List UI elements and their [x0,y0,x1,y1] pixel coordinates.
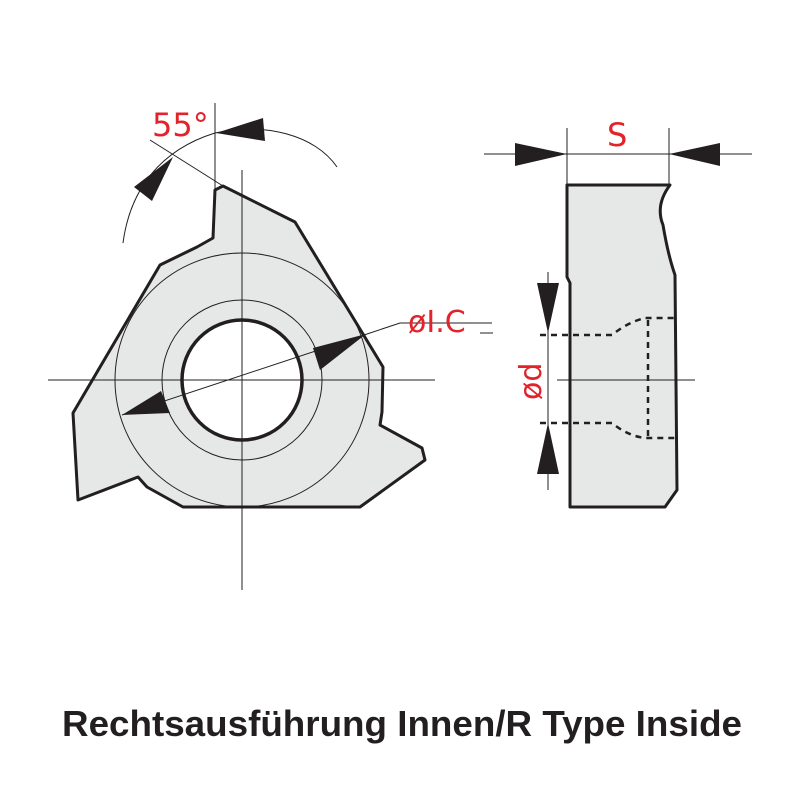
d-arrow-top [537,283,559,333]
angle-arrow-left [134,157,173,201]
hole-hidden-lower [540,421,675,440]
s-label: S [607,116,627,154]
ic-arrow-left [122,391,170,415]
side-outline [565,183,679,509]
s-arrow-left [515,143,567,166]
caption: Rechtsausführung Innen/R Type Inside [62,703,742,744]
d-arrow-bottom [537,423,559,474]
s-arrow-right [669,143,720,166]
ic-dimension-line [121,322,492,416]
d-label: ød [514,363,549,400]
angle-arrow-right [216,118,265,141]
angle-arc [122,128,338,244]
side-view: S ød [480,116,752,509]
angle-flank-line [149,139,224,187]
hole-hidden-upper [540,316,675,337]
front-view: 55° øI.C [48,103,492,590]
ic-label: øI.C [408,305,466,340]
angle-label: 55° [152,106,209,144]
ic-arrow-right [313,334,366,370]
